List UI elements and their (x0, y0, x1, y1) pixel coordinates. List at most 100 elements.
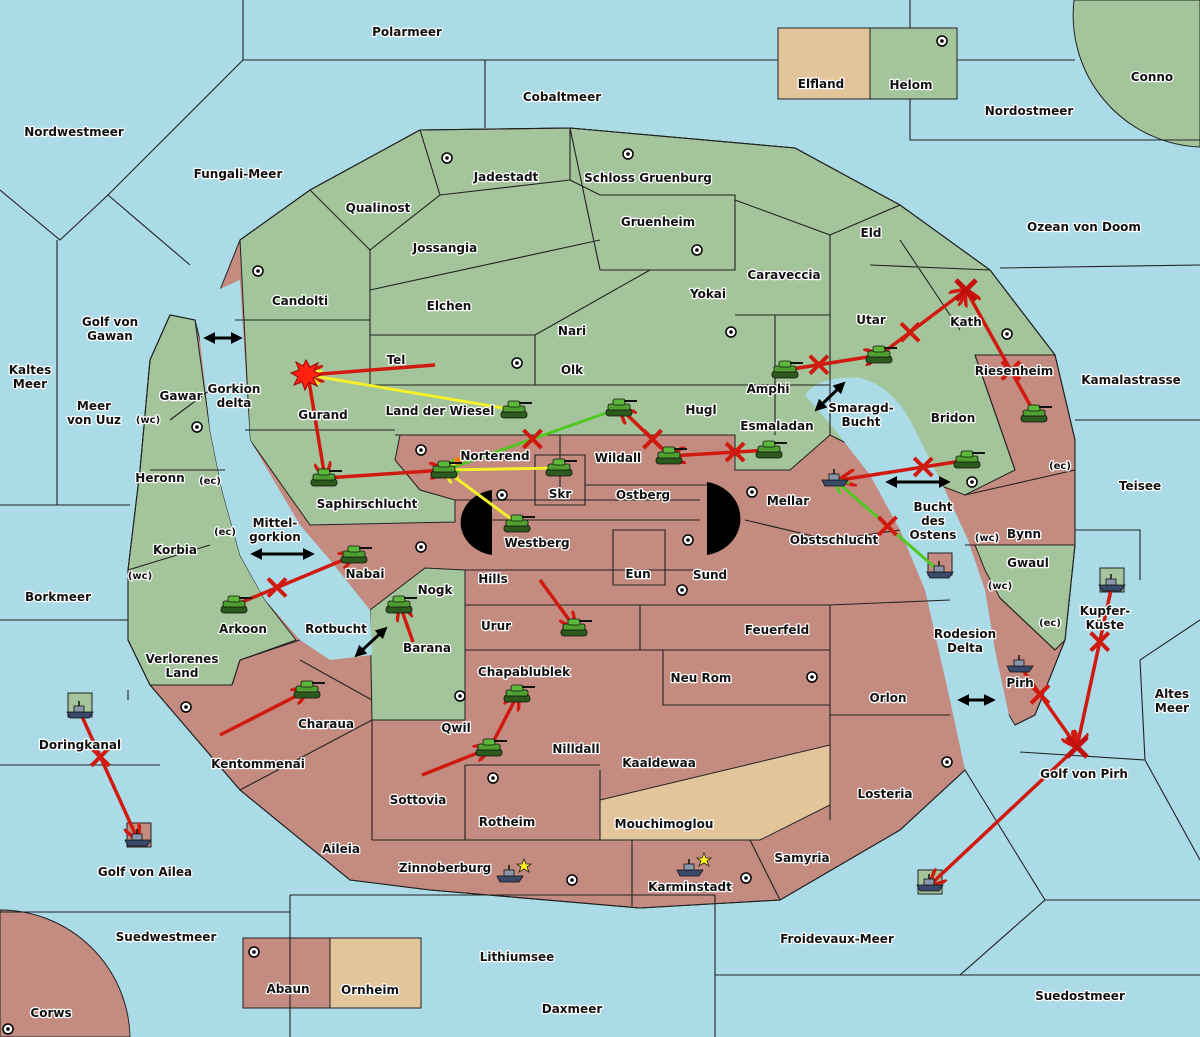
fleet-ship-icon[interactable] (676, 859, 704, 877)
region-label-line: Karminstadt (648, 880, 732, 894)
region-label-line: Gawan (87, 329, 133, 343)
army-tank-icon[interactable] (500, 400, 532, 419)
region-label-line: Gawar (159, 389, 202, 403)
supply-center-icon (191, 421, 203, 433)
region-label: Teisee (1119, 479, 1161, 493)
region-label: Elfland (798, 77, 844, 91)
region-label-line: Meer (77, 399, 111, 413)
fleet-ship-icon[interactable] (1098, 574, 1126, 592)
region-label-line: Qualinost (346, 201, 411, 215)
failed-order-x-icon (642, 428, 663, 450)
region-label: Skr (549, 487, 572, 501)
region-label-line: Saphirschlucht (317, 497, 418, 511)
region-label: Eld (861, 226, 882, 240)
conno-territory[interactable] (1072, 0, 1200, 148)
failed-order-x-icon (266, 577, 288, 598)
supply-center-icon (454, 690, 466, 702)
region-label: Gurand (298, 408, 348, 422)
region-label-line: Feuerfeld (745, 623, 810, 637)
region-label: Mittel-gorkion (249, 516, 301, 544)
east-channel-sea[interactable] (805, 377, 1020, 770)
region-label: Neu Rom (671, 671, 732, 685)
fleet-ship-icon[interactable] (66, 701, 94, 719)
army-tank-icon[interactable] (503, 684, 535, 703)
region-label: Doringkanal (39, 738, 121, 752)
fleet-ship-icon[interactable] (124, 829, 152, 847)
region-label: Rotheim (479, 815, 536, 829)
region-label-line: (ec) (1049, 461, 1071, 472)
failed-order-x-icon (1000, 360, 1022, 382)
army-tank-icon[interactable] (560, 618, 592, 637)
fleet-ship-icon[interactable] (1006, 655, 1034, 673)
army-tank-icon[interactable] (430, 460, 462, 479)
region-label: Nordwestmeer (24, 125, 124, 139)
army-tank-icon[interactable] (475, 738, 507, 757)
fleet-ship-icon[interactable] (496, 865, 524, 883)
failed-order-x-icon (522, 428, 543, 450)
region-label-line: Nabai (346, 567, 385, 581)
region-label-line: Hugl (685, 403, 716, 417)
fleet-ship-icon[interactable] (916, 874, 944, 892)
region-label-line: Kath (950, 315, 982, 329)
army-tank-icon[interactable] (605, 398, 637, 417)
army-tank-icon[interactable] (1020, 404, 1052, 423)
region-label: (ec) (1049, 461, 1071, 472)
supply-center-icon (496, 489, 508, 501)
failed-order-x-icon (89, 746, 111, 768)
army-tank-icon[interactable] (655, 446, 687, 465)
region-label: Utar (856, 313, 886, 327)
region-label: Ostberg (616, 488, 670, 502)
army-tank-icon[interactable] (340, 545, 372, 564)
region-label: Sund (693, 568, 727, 582)
army-tank-icon[interactable] (755, 440, 787, 459)
corws-territory[interactable] (0, 909, 131, 1037)
region-label: Eun (625, 567, 650, 581)
move-order-arrow (1077, 584, 1114, 747)
region-label-line: Suedwestmeer (116, 930, 217, 944)
ornheim-territory[interactable] (329, 937, 422, 1009)
army-tank-icon[interactable] (865, 345, 897, 364)
supply-center-icon (441, 152, 453, 164)
elfland-territory[interactable] (777, 27, 871, 100)
army-tank-icon[interactable] (293, 680, 325, 699)
move-order-arrow (78, 711, 138, 840)
region-label: Jadestadt (473, 170, 539, 184)
region-label: Mellar (767, 494, 809, 508)
region-label: Gawar (159, 389, 202, 403)
army-tank-icon[interactable] (771, 360, 803, 379)
region-label-line: Kaaldewaa (622, 756, 696, 770)
army-tank-icon[interactable] (220, 595, 252, 614)
region-label-line: Rodesion (934, 627, 996, 641)
region-label-line: Chapablublek (478, 665, 571, 679)
army-tank-icon[interactable] (310, 468, 342, 487)
army-tank-icon[interactable] (953, 450, 985, 469)
failed-order-x-icon (1029, 683, 1051, 705)
supply-center-icon (1001, 328, 1013, 340)
region-label: Land der Wiesel (386, 404, 495, 418)
fleet-ship-icon[interactable] (821, 469, 849, 487)
region-label: Orlon (869, 691, 906, 705)
region-label-line: Kamalastrasse (1081, 373, 1181, 387)
region-label: Candolti (272, 294, 328, 308)
region-label: Qwil (441, 721, 471, 735)
region-label-line: Mellar (767, 494, 809, 508)
supply-center-icon (725, 326, 737, 338)
region-label-line: Jossangia (412, 241, 477, 255)
region-label-line: Cobaltmeer (523, 90, 601, 104)
army-tank-icon[interactable] (385, 595, 417, 614)
units-layer[interactable] (66, 345, 1126, 892)
region-label-line: Ostens (910, 528, 957, 542)
region-label: Heronn (135, 471, 184, 485)
move-order-arrow (308, 363, 436, 375)
army-tank-icon[interactable] (503, 514, 535, 533)
fleet-ship-icon[interactable] (926, 561, 954, 579)
region-label-line: Meer (1155, 701, 1189, 715)
army-tank-icon[interactable] (545, 458, 577, 477)
supply-center-icon (676, 584, 688, 596)
region-label-line: Bucht (841, 415, 880, 429)
